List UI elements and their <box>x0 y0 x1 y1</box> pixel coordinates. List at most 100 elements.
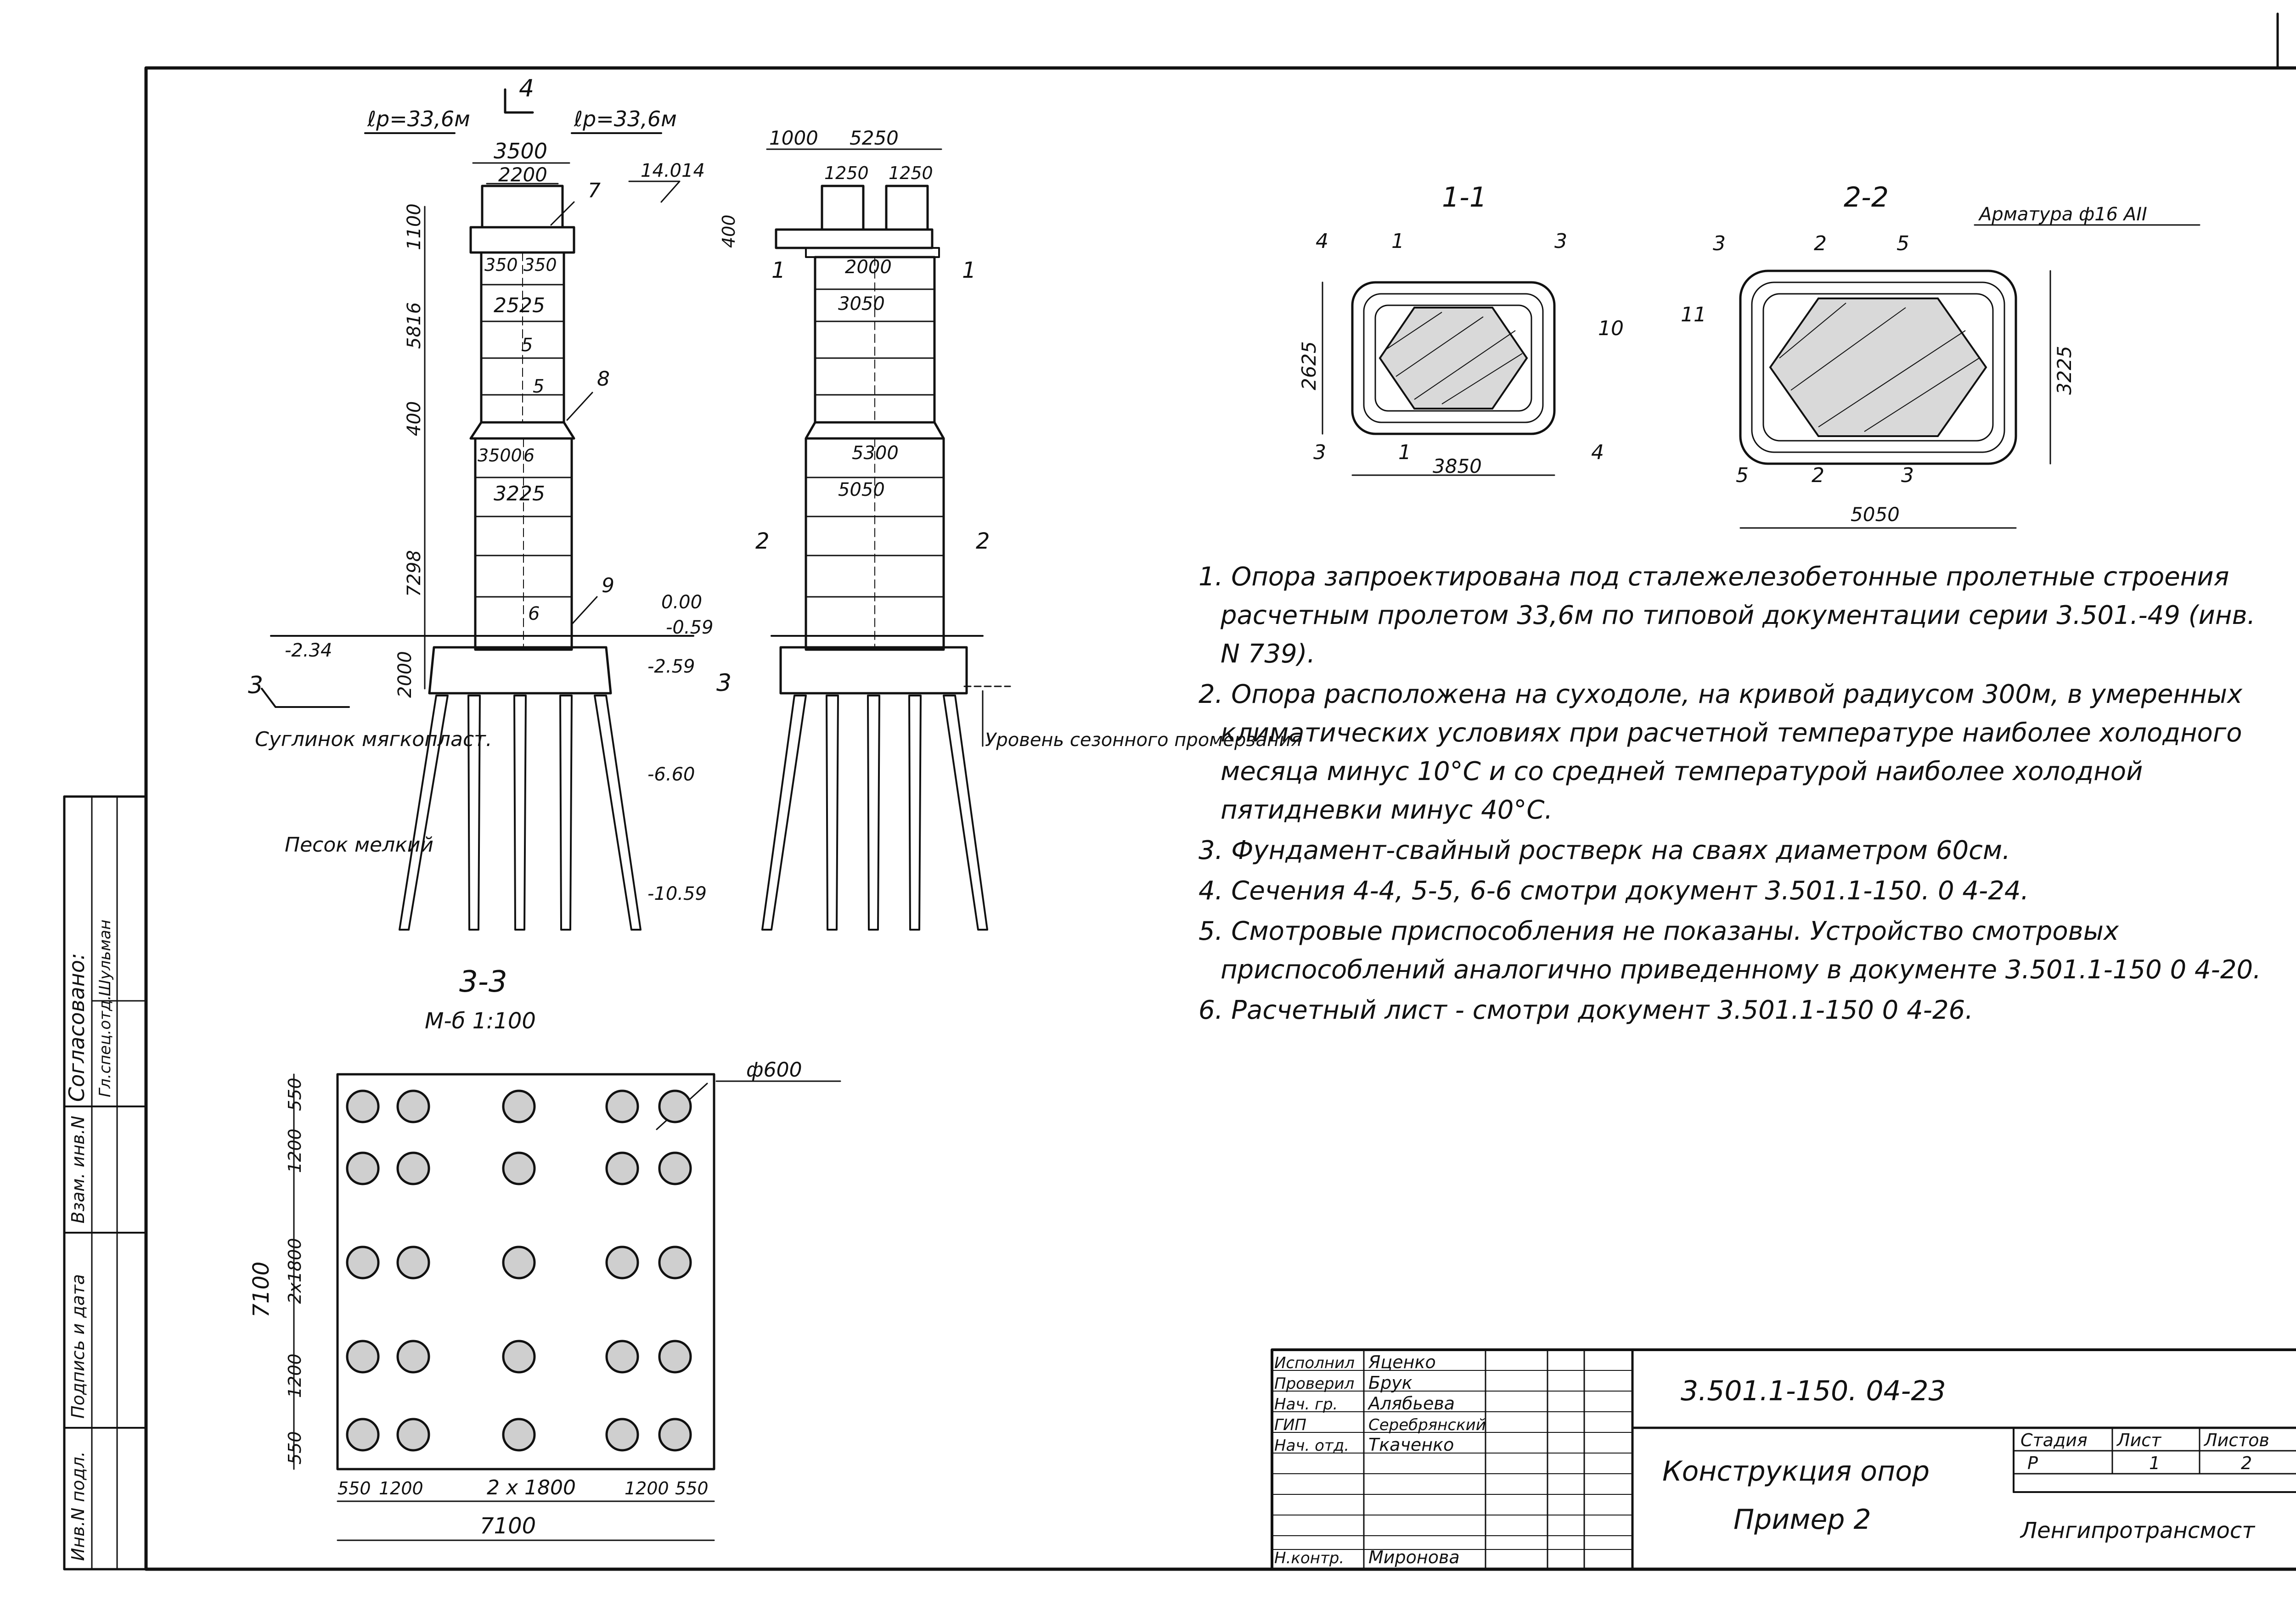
pile-circle <box>605 1089 639 1123</box>
pier-elevation-left: ℓp=33,6м ℓp=33,6м 4 3500 2200 14.014 7 3… <box>248 75 714 931</box>
svg-text:2000: 2000 <box>394 651 416 698</box>
svg-text:1: 1 <box>771 258 786 283</box>
plan-title: 3-3 <box>459 965 507 999</box>
svg-text:2-2: 2-2 <box>1844 181 1889 213</box>
svg-text:Миронова: Миронова <box>1368 1547 1460 1567</box>
svg-text:1250: 1250 <box>889 163 933 183</box>
pile-circle <box>502 1151 536 1185</box>
svg-text:2: 2 <box>2241 1453 2252 1473</box>
pile-diameter-label: ф600 <box>746 1058 802 1082</box>
svg-text:5300: 5300 <box>852 443 899 464</box>
pile-circle <box>502 1089 536 1123</box>
pile-circle <box>346 1089 380 1123</box>
svg-text:3500: 3500 <box>494 139 547 163</box>
section-2-2: 2-2 Арматура ф16 АII 3 2 5 11 5 2 3 3225… <box>1681 181 2200 529</box>
svg-text:3500: 3500 <box>478 445 522 466</box>
svg-text:7298: 7298 <box>404 550 425 597</box>
svg-text:7100: 7100 <box>248 1262 274 1318</box>
svg-text:5050: 5050 <box>838 479 885 500</box>
svg-text:Серебрянский: Серебрянский <box>1368 1416 1486 1434</box>
svg-text:2 x 1800: 2 x 1800 <box>487 1476 576 1499</box>
organization: Ленгипротрансмост <box>2020 1518 2256 1543</box>
svg-text:1: 1 <box>1391 230 1404 253</box>
svg-text:2625: 2625 <box>1298 341 1320 390</box>
svg-text:1000: 1000 <box>769 127 818 149</box>
plan-scale: М-б 1:100 <box>425 1008 536 1034</box>
pile-circle <box>502 1340 536 1374</box>
pile-plan-3-3: 3-3 М-б 1:100 ф600 550 1200 2x1800 1200 … <box>248 965 841 1541</box>
svg-text:2200: 2200 <box>498 163 547 186</box>
svg-text:7100: 7100 <box>480 1513 536 1539</box>
svg-text:Н.контр.: Н.контр. <box>1274 1549 1344 1567</box>
svg-text:2: 2 <box>1814 232 1827 255</box>
pile-circle <box>346 1340 380 1374</box>
note-1: 1. Опора запроектирована под сталежелезо… <box>1199 562 2256 669</box>
note-2: 2. Опора расположена на суходоле, на кри… <box>1199 679 2243 825</box>
svg-text:350: 350 <box>484 255 518 275</box>
svg-text:5816: 5816 <box>404 302 425 349</box>
pile-circle <box>346 1418 380 1452</box>
svg-text:-10.59: -10.59 <box>647 883 707 904</box>
svg-text:6: 6 <box>523 445 535 466</box>
pile-circle <box>396 1246 430 1280</box>
svg-text:5050: 5050 <box>1851 503 1900 526</box>
pile-circle <box>605 1246 639 1280</box>
pile-circle <box>396 1151 430 1185</box>
svg-text:3850: 3850 <box>1433 455 1482 477</box>
svg-text:3: 3 <box>1554 230 1567 253</box>
svg-text:2x1800: 2x1800 <box>285 1238 305 1304</box>
svg-text:0.00: 0.00 <box>661 592 702 613</box>
svg-text:Яценко: Яценко <box>1368 1352 1436 1372</box>
note-6: 6. Расчетный лист - смотри документ 3.50… <box>1199 995 1973 1025</box>
pile-circle <box>658 1151 692 1185</box>
svg-text:5: 5 <box>1896 232 1909 255</box>
svg-text:3225: 3225 <box>494 482 545 505</box>
soil-label-1: Суглинок мягкопласт. <box>255 728 492 751</box>
svg-text:Шульман: Шульман <box>96 920 114 996</box>
svg-text:1-1: 1-1 <box>1442 181 1487 213</box>
svg-text:550: 550 <box>675 1478 709 1499</box>
pile-circle <box>346 1151 380 1185</box>
svg-text:350: 350 <box>523 255 557 275</box>
document-title: Конструкция опор <box>1662 1455 1930 1487</box>
svg-text:ГИП: ГИП <box>1274 1416 1306 1434</box>
svg-text:1: 1 <box>962 258 976 283</box>
svg-text:Гл.спец.отд.: Гл.спец.отд. <box>96 995 114 1097</box>
svg-text:3: 3 <box>1713 232 1726 255</box>
note-3: 3. Фундамент-свайный ростверк на сваях д… <box>1199 836 2010 865</box>
svg-text:Проверил: Проверил <box>1274 1375 1354 1393</box>
pile-circle <box>396 1089 430 1123</box>
pile-circle <box>658 1340 692 1374</box>
svg-text:14.014: 14.014 <box>641 160 705 181</box>
pile-circle <box>396 1340 430 1374</box>
svg-text:3: 3 <box>1901 464 1914 487</box>
svg-text:2: 2 <box>755 528 770 554</box>
svg-text:5: 5 <box>533 376 544 397</box>
svg-text:3050: 3050 <box>838 293 885 314</box>
svg-text:400: 400 <box>719 214 739 248</box>
document-subtitle: Пример 2 <box>1733 1504 1871 1536</box>
svg-text:1100: 1100 <box>404 203 425 250</box>
rebar-label: Арматура ф16 АII <box>1978 204 2147 225</box>
svg-text:2: 2 <box>976 528 990 554</box>
svg-text:Исполнил: Исполнил <box>1274 1354 1355 1372</box>
pile-grid <box>346 1089 692 1452</box>
span-right-label: ℓp=33,6м <box>574 107 677 131</box>
svg-text:3: 3 <box>1313 441 1326 464</box>
svg-text:Подпись и дата: Подпись и дата <box>68 1274 88 1419</box>
title-block: Исполнил Яценко Проверил Брук Нач. гр. А… <box>1271 1348 2296 1571</box>
pile-circle <box>502 1246 536 1280</box>
svg-text:1200: 1200 <box>625 1478 669 1499</box>
svg-text:5: 5 <box>1736 464 1749 487</box>
pile-circle <box>502 1418 536 1452</box>
svg-text:1200: 1200 <box>285 1128 305 1173</box>
svg-text:-6.60: -6.60 <box>647 764 695 785</box>
section-1-1: 1-1 4 1 3 10 3 1 4 2625 3850 <box>1298 181 1624 477</box>
side-stamp: Согласовано: Гл.спец.отд. Шульман Взам. … <box>63 795 147 1571</box>
svg-text:Нач. отд.: Нач. отд. <box>1274 1437 1349 1455</box>
svg-text:3: 3 <box>716 669 732 697</box>
svg-text:1200: 1200 <box>379 1478 423 1499</box>
pile-circle <box>346 1246 380 1280</box>
document-code: 3.501.1-150. 04-23 <box>1681 1375 1946 1407</box>
